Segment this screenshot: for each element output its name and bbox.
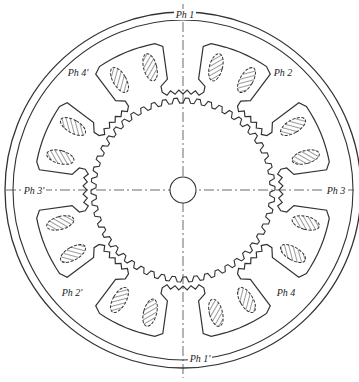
coil <box>140 52 160 82</box>
phase-label: Ph 3' <box>22 185 47 196</box>
phase-label: Ph 1 <box>174 9 197 20</box>
coil <box>206 52 226 82</box>
housing-outer <box>5 12 359 368</box>
coil <box>107 285 132 316</box>
rotor <box>91 98 275 282</box>
coil <box>290 213 320 233</box>
coil <box>278 241 309 266</box>
shaft <box>170 177 196 203</box>
phase-label: Ph 2 <box>272 67 295 78</box>
coil <box>234 285 259 316</box>
coil <box>140 297 160 327</box>
phase-label: Ph 1' <box>188 353 213 364</box>
stator-rotor <box>37 44 330 337</box>
coil <box>278 114 309 139</box>
coil <box>58 241 89 266</box>
coil <box>290 147 320 167</box>
phase-label: Ph 2' <box>60 287 85 298</box>
coil <box>45 213 75 233</box>
stator-profile <box>37 44 330 337</box>
coil <box>58 114 89 139</box>
coil <box>234 65 259 96</box>
coil <box>206 297 226 327</box>
phase-label: Ph 4' <box>66 67 91 78</box>
coil <box>107 65 132 96</box>
coil <box>45 147 75 167</box>
phase-label: Ph 3 <box>325 185 348 196</box>
phase-label: Ph 4 <box>275 287 298 298</box>
